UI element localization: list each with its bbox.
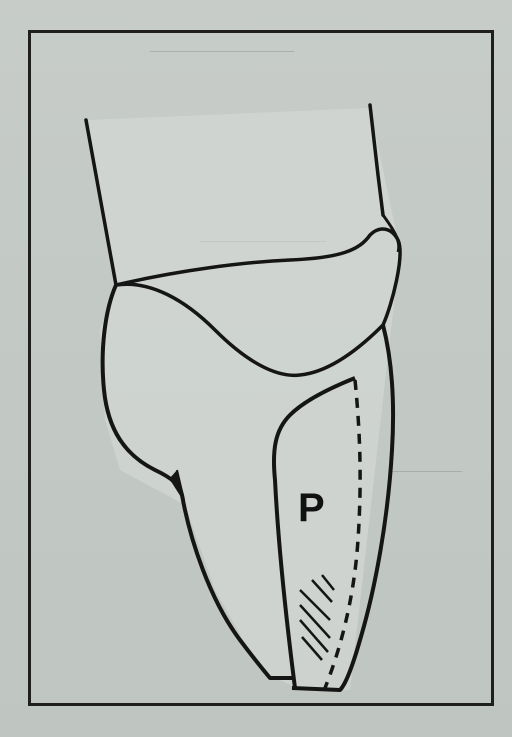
shaded-background <box>88 108 400 690</box>
region-label-p: P <box>298 488 325 528</box>
